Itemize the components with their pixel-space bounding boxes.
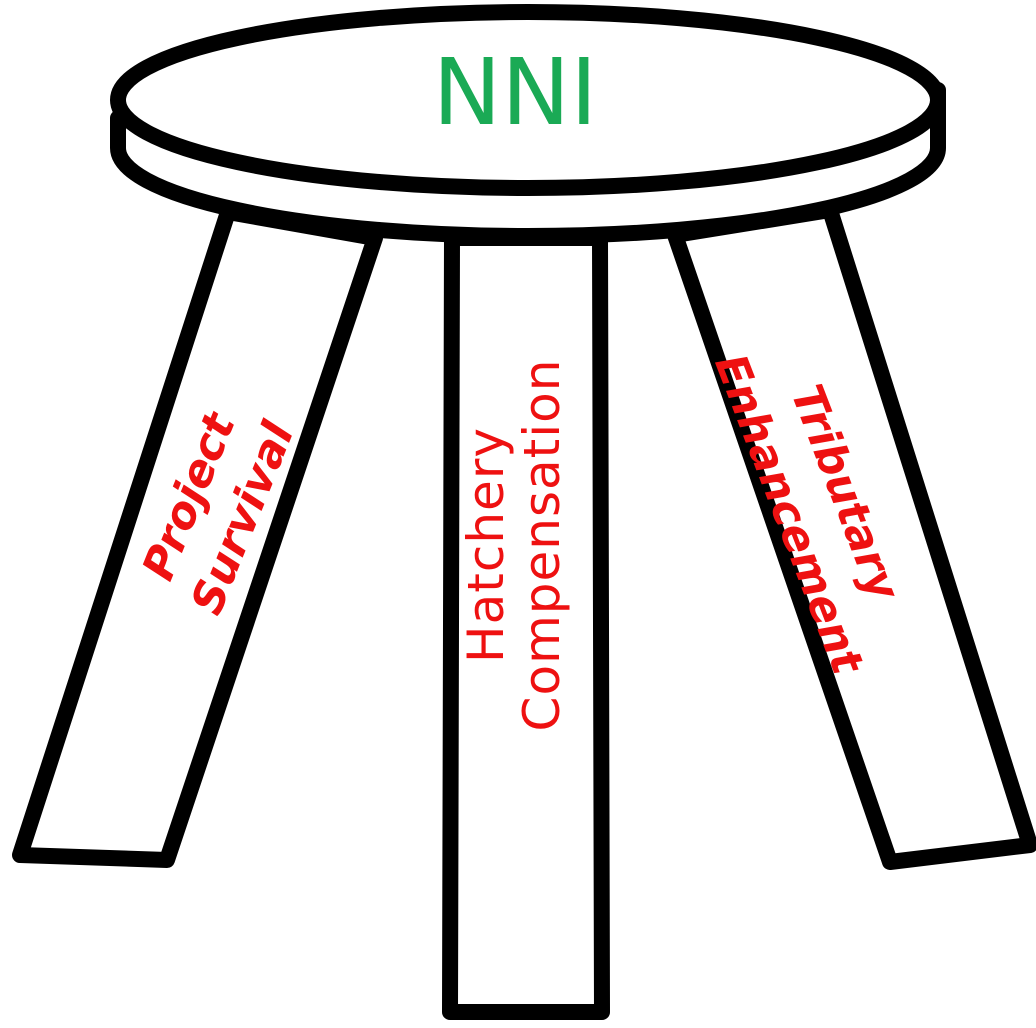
center-leg-label-line1: Hatchery	[457, 427, 515, 663]
seat-label: NNI	[433, 39, 598, 146]
center-leg-label-line2: Compensation	[513, 359, 571, 732]
